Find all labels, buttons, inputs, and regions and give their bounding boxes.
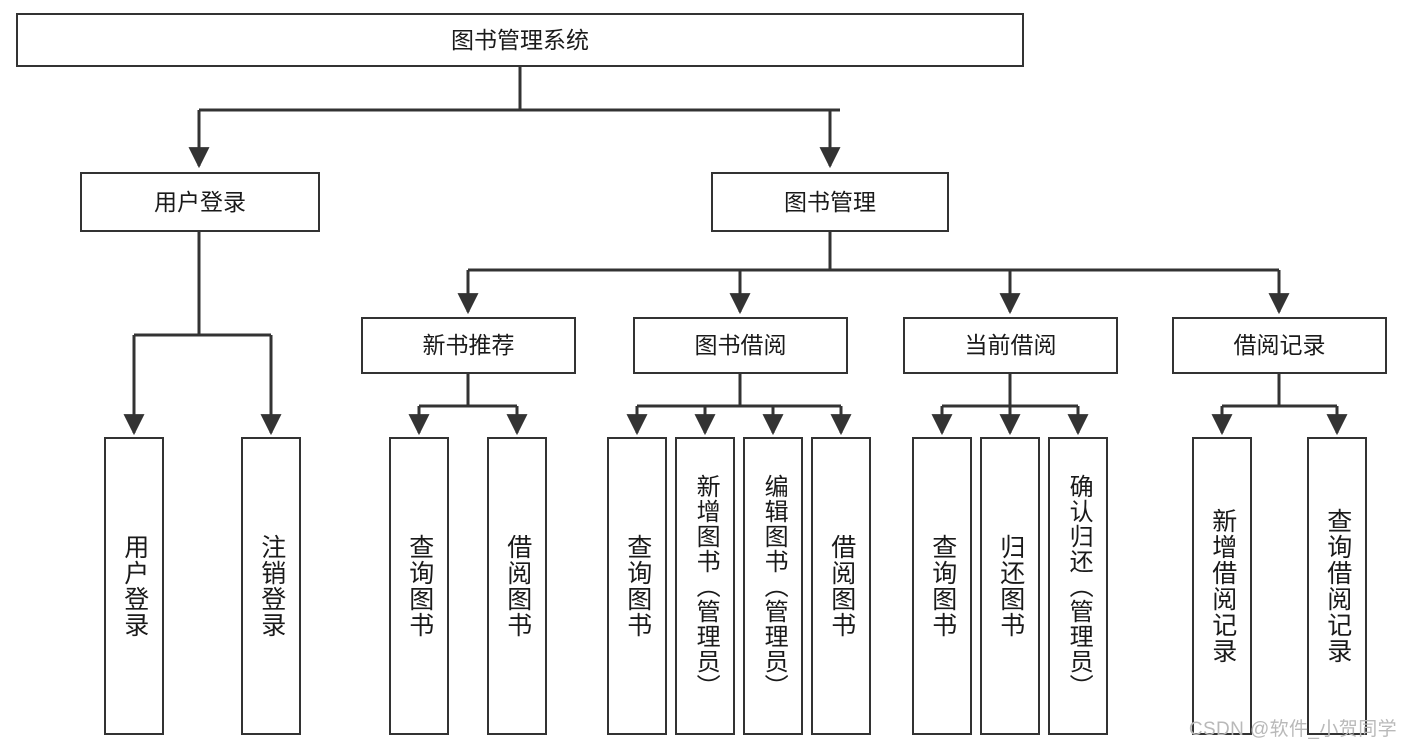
node-leaf-confirm-return[interactable]: 确认归还（管理员） [1048,437,1108,735]
node-leaf-query-book-2[interactable]: 查询图书 [607,437,667,735]
node-root[interactable]: 图书管理系统 [16,13,1024,67]
node-current-borrow[interactable]: 当前借阅 [903,317,1118,374]
node-leaf-query-book-1[interactable]: 查询图书 [389,437,449,735]
node-leaf-query-record[interactable]: 查询借阅记录 [1307,437,1367,735]
node-leaf-user-login[interactable]: 用户登录 [104,437,164,735]
node-leaf-return-book[interactable]: 归还图书 [980,437,1040,735]
node-leaf-borrow-book-2[interactable]: 借阅图书 [811,437,871,735]
node-user-login[interactable]: 用户登录 [80,172,320,232]
node-leaf-add-book[interactable]: 新增图书（管理员） [675,437,735,735]
watermark-label: CSDN @软件_小贺同学 [1188,719,1397,740]
node-book-management[interactable]: 图书管理 [711,172,949,232]
node-book-borrow[interactable]: 图书借阅 [633,317,848,374]
node-leaf-user-logout[interactable]: 注销登录 [241,437,301,735]
node-leaf-add-record[interactable]: 新增借阅记录 [1192,437,1252,735]
node-leaf-borrow-book-1[interactable]: 借阅图书 [487,437,547,735]
node-new-book-recommend[interactable]: 新书推荐 [361,317,576,374]
node-borrow-record[interactable]: 借阅记录 [1172,317,1387,374]
node-leaf-query-book-3[interactable]: 查询图书 [912,437,972,735]
node-leaf-edit-book[interactable]: 编辑图书（管理员） [743,437,803,735]
